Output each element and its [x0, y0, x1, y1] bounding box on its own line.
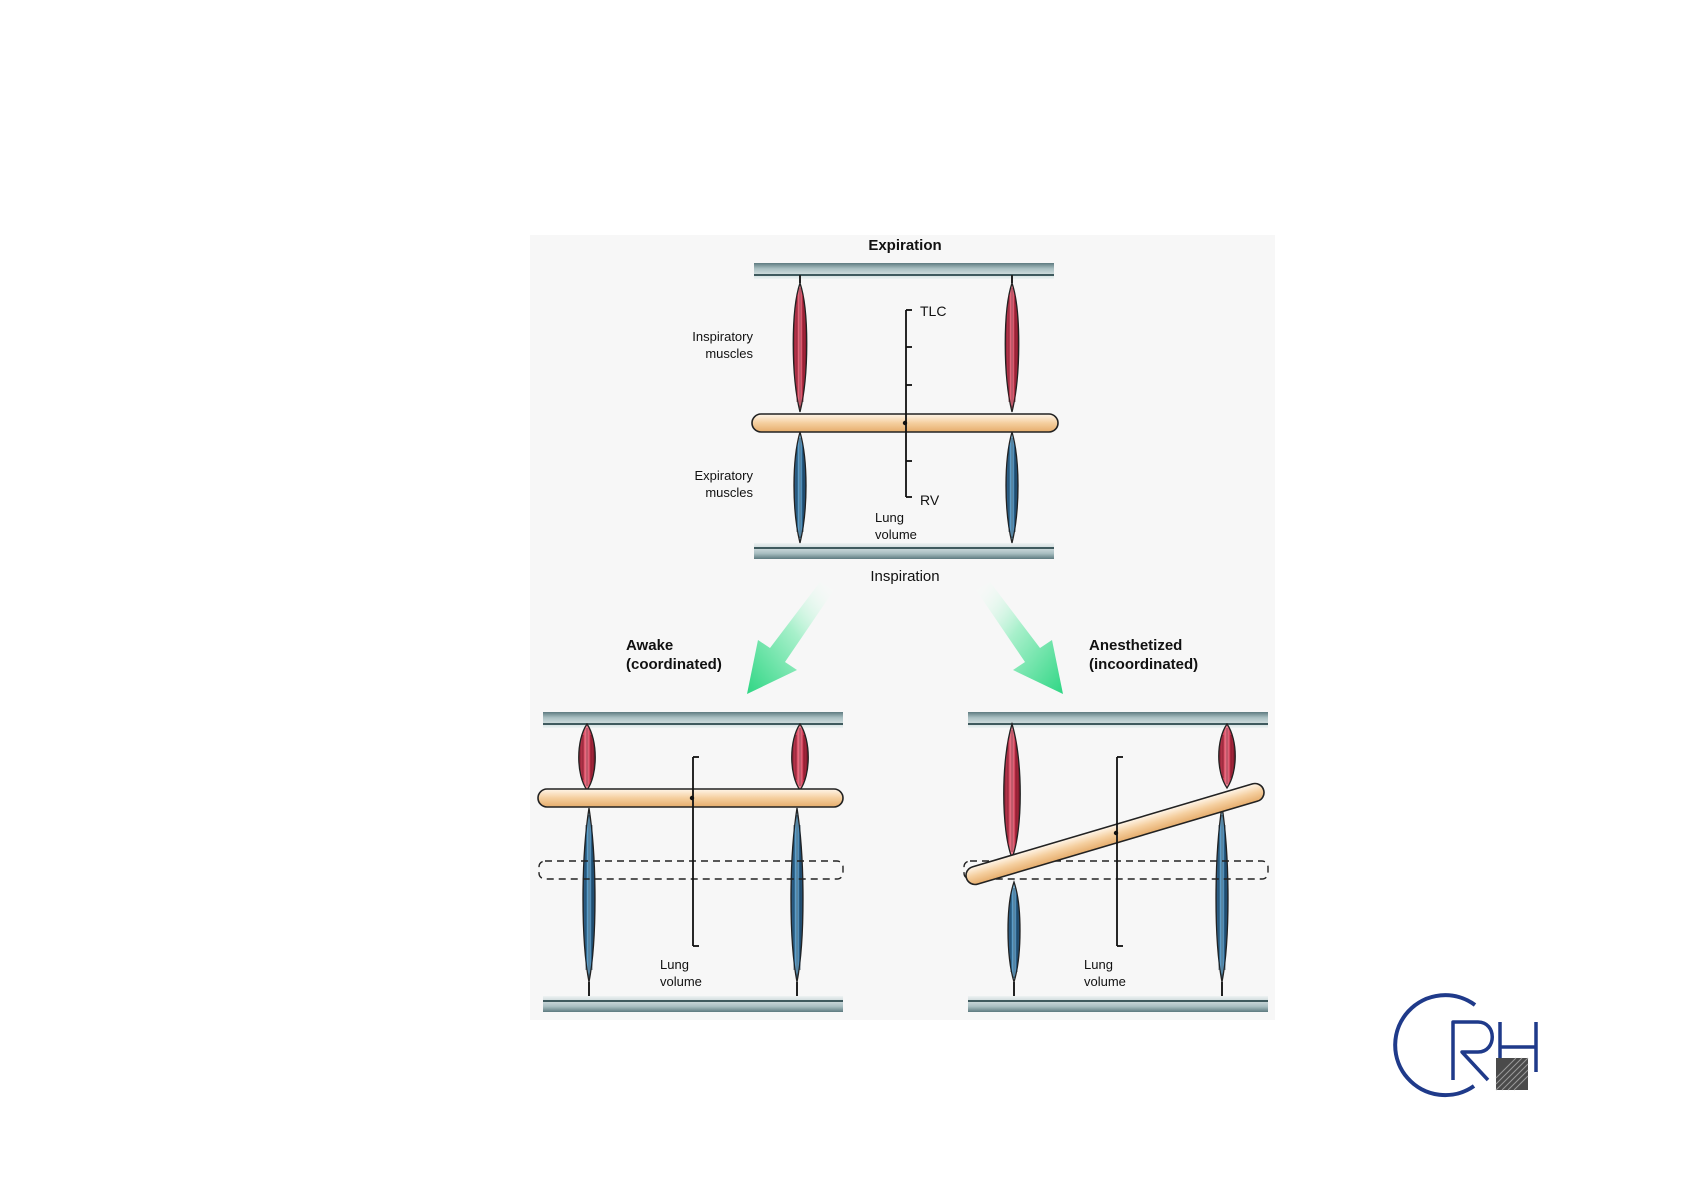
anesthetized-title-line1: Anesthetized: [1089, 637, 1182, 654]
crh-logo: [1395, 995, 1536, 1095]
expiratory-label-line1: Expiratory: [694, 468, 753, 483]
awake-lung-volume-line2: volume: [660, 974, 702, 989]
anesthetized-lung-volume-line2: volume: [1084, 974, 1126, 989]
top-lung-volume-line2: volume: [875, 527, 917, 542]
tlc-label: TLC: [920, 303, 946, 319]
anesthetized-lung-volume-line1: Lung: [1084, 957, 1113, 972]
anesthetized-title-line2: (incoordinated): [1089, 656, 1198, 673]
inspiratory-label-line1: Inspiratory: [692, 329, 753, 344]
figure-panel: [530, 235, 1275, 1020]
top-plate-lower: [754, 543, 1054, 559]
expiratory-label-line2: muscles: [705, 485, 753, 500]
top-lung-volume-line1: Lung: [875, 510, 904, 525]
awake-lung-volume-line1: Lung: [660, 957, 689, 972]
inspiratory-label-line2: muscles: [705, 346, 753, 361]
rv-label: RV: [920, 492, 940, 508]
expiration-label: Expiration: [868, 237, 941, 254]
awake-plate-lower: [543, 996, 843, 1012]
awake-title-line2: (coordinated): [626, 656, 722, 673]
anesthetized-plate-lower: [968, 996, 1268, 1012]
inspiration-label: Inspiration: [870, 568, 939, 585]
awake-title-line1: Awake: [626, 637, 673, 654]
